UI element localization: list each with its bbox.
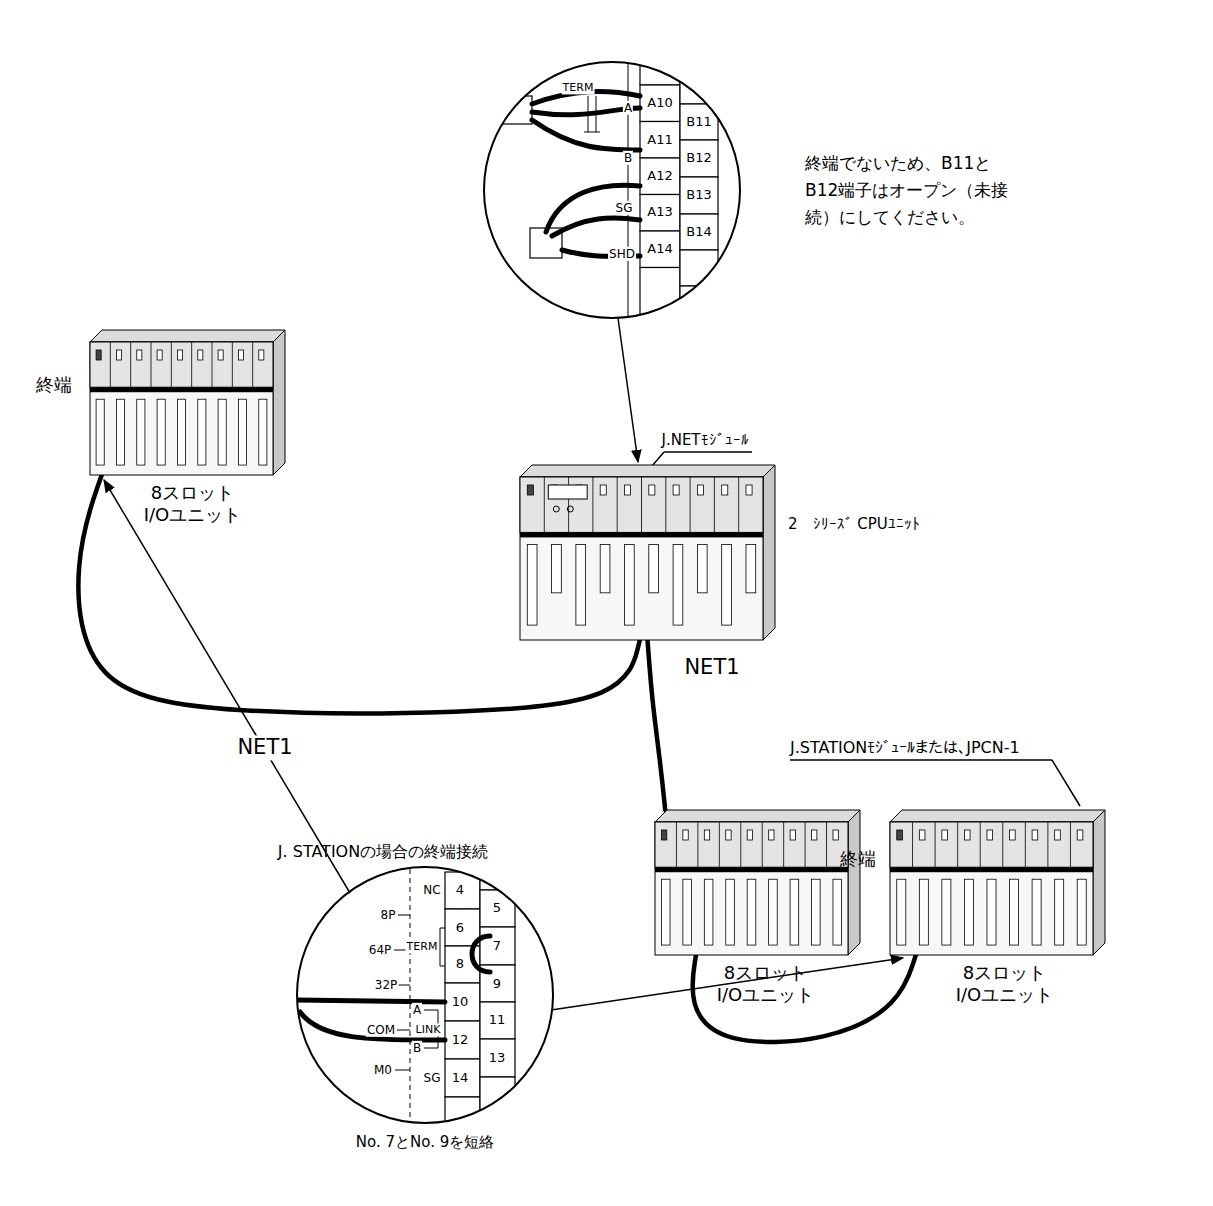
terminal-name: B13 — [685, 187, 712, 203]
terminal-name: 64P — [368, 943, 393, 957]
terminal-name: SHD — [608, 247, 636, 261]
terminal-name: NC — [422, 883, 441, 897]
module-label: J.STATIONﾓｼﾞｭｰﾙまたは、JPCN-1 — [790, 738, 1020, 757]
terminal-name: B — [412, 1041, 422, 1055]
network-cable — [78, 475, 639, 713]
terminal-name: A13 — [646, 204, 673, 220]
io-unit-rack: 終端8スロット I/Oユニット — [90, 330, 285, 475]
detail-circle — [484, 62, 740, 318]
terminal-name: 8P — [380, 908, 397, 922]
rack-drawing — [890, 810, 1105, 955]
terminal-number: 12 — [451, 1032, 470, 1048]
terminal-number: 6 — [455, 920, 465, 936]
terminal-number: 13 — [488, 1050, 507, 1066]
unit-label: 8スロット I/Oユニット — [703, 962, 828, 1005]
rack-drawing — [90, 330, 285, 475]
terminal-name: A11 — [646, 132, 673, 148]
terminal-name: TERM — [562, 81, 595, 94]
terminal-name: B14 — [685, 224, 712, 240]
network-name: NET1 — [683, 655, 740, 680]
terminal-name: B11 — [685, 114, 712, 130]
terminal-number: 5 — [492, 900, 502, 916]
leader-lines — [104, 318, 1080, 1010]
terminal-name: LINK — [415, 1023, 442, 1036]
terminal-detail — [484, 48, 740, 328]
caption-note: No. 7とNo. 9を短絡 — [356, 1133, 494, 1151]
io-unit-rack: 8スロット I/Oユニット — [655, 810, 860, 955]
end-mark: 終端 — [36, 374, 72, 396]
rack-drawing — [520, 465, 775, 640]
note-text: 終端でないため、B11とB12端子はオープン（未接続）にしてください。 — [805, 150, 1020, 232]
network-cable — [693, 955, 916, 1042]
terminal-name: A12 — [646, 168, 673, 184]
caption-note: J. STATIONの場合の終端接続 — [278, 842, 488, 861]
terminal-number: 7 — [492, 938, 502, 954]
io-unit-rack: 終端8スロット I/Oユニット — [890, 810, 1105, 955]
terminal-name: 32P — [374, 978, 399, 992]
terminal-name: A10 — [646, 95, 673, 111]
terminal-name: A — [623, 101, 633, 115]
terminal-number: 11 — [488, 1012, 507, 1028]
terminal-name: B12 — [685, 150, 712, 166]
detail-circle — [297, 867, 553, 1123]
terminal-name: B — [623, 151, 633, 165]
rack-drawing — [655, 810, 860, 955]
network-name: NET1 — [236, 735, 293, 760]
terminal-number: 4 — [455, 882, 465, 898]
unit-label: 2 ｼﾘｰｽﾞ CPUﾕﾆｯﾄ — [788, 515, 920, 533]
terminal-number: 8 — [455, 956, 465, 972]
module-label: J.NETﾓｼﾞｭｰﾙ — [661, 431, 748, 449]
end-mark: 終端 — [840, 848, 876, 870]
terminal-name: SG — [615, 201, 634, 215]
unit-label: 8スロット I/Oユニット — [942, 962, 1067, 1005]
terminal-number: 10 — [451, 994, 470, 1010]
station-terminal-detail — [290, 860, 553, 1130]
terminal-name: COM — [366, 1023, 396, 1037]
terminal-number: 14 — [451, 1070, 470, 1086]
network-cable — [648, 640, 666, 810]
terminal-name: A — [412, 1003, 422, 1017]
io-unit-rack: 2 ｼﾘｰｽﾞ CPUﾕﾆｯﾄ — [520, 465, 775, 640]
terminal-name: SG — [423, 1071, 442, 1085]
terminal-name: M0 — [373, 1063, 393, 1077]
unit-label: 8スロット I/Oユニット — [130, 482, 255, 525]
terminal-name: A14 — [646, 241, 673, 257]
terminal-name: TERM — [406, 940, 439, 953]
terminal-number: 9 — [492, 976, 502, 992]
